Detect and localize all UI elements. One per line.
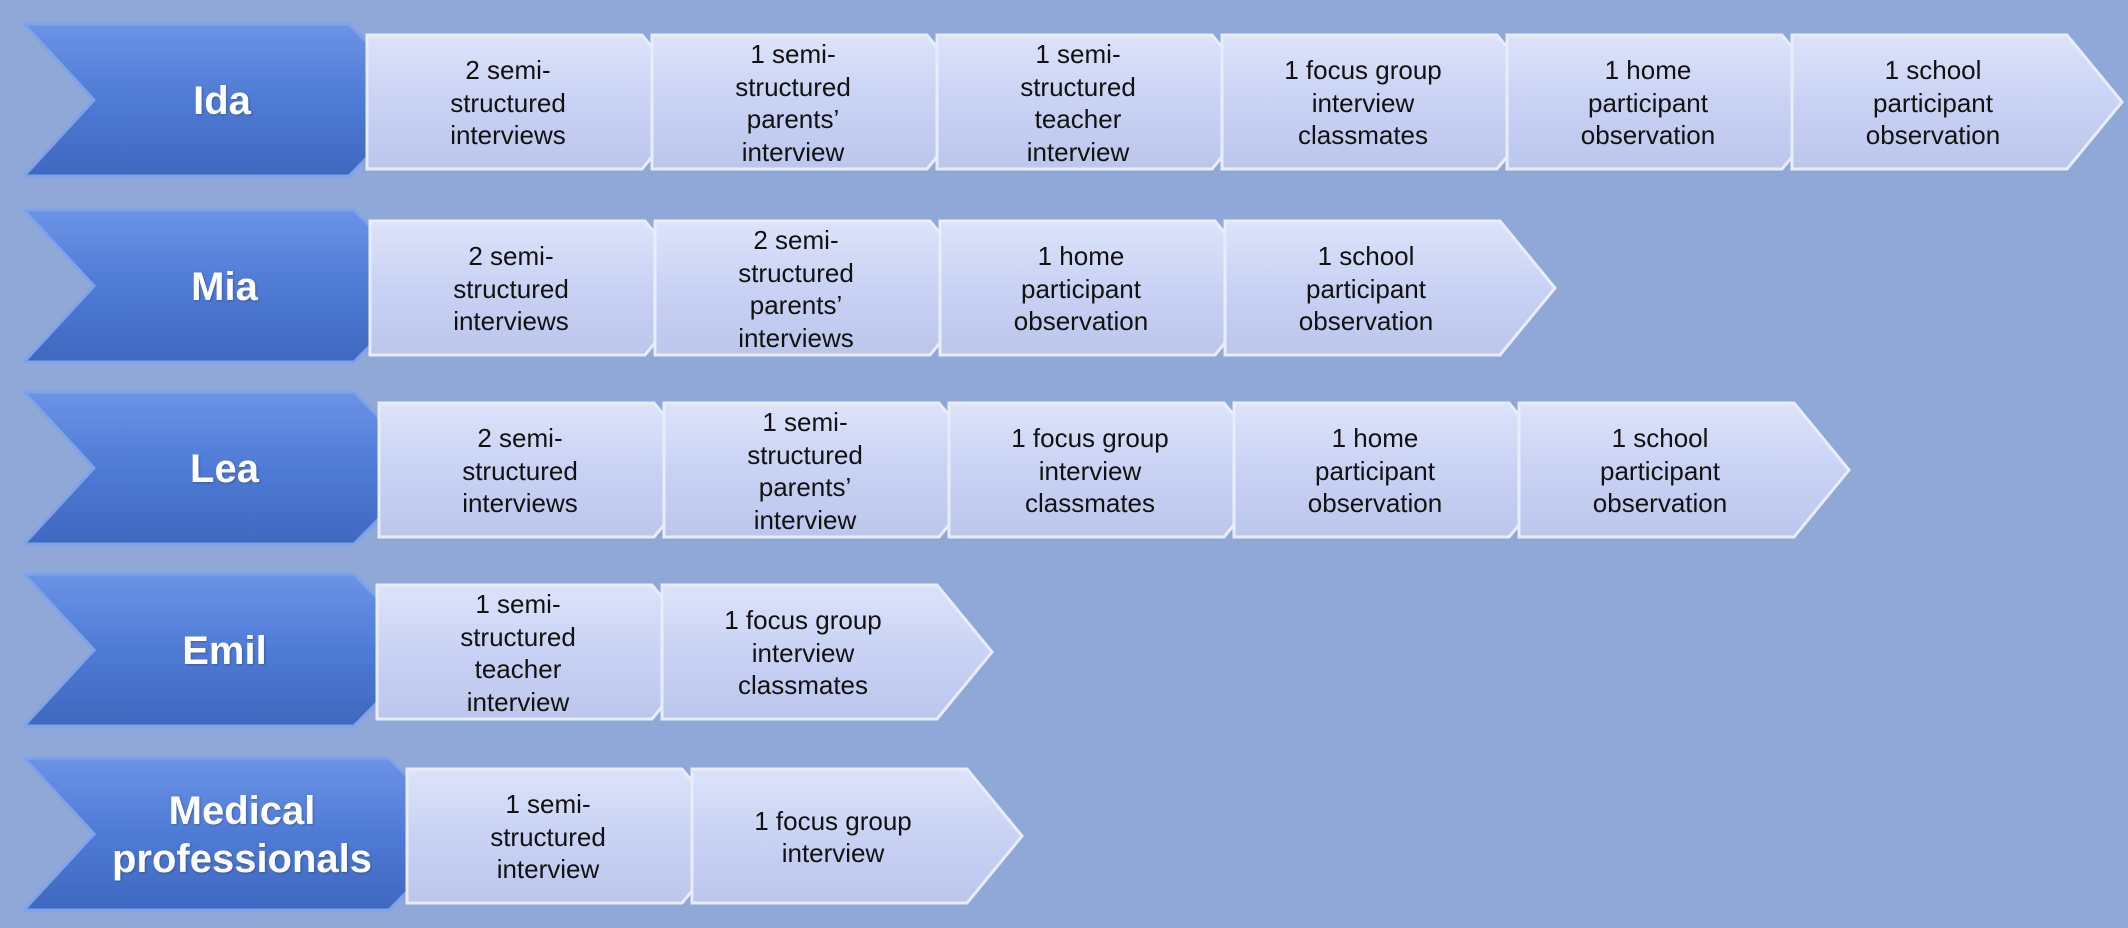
participant-chevron: Emil — [22, 572, 433, 730]
method-step-label: 1 focus group interview — [754, 805, 912, 869]
method-step-chevron: 1 semi- structured parents’ interview — [662, 401, 998, 541]
method-step-shape — [938, 219, 1272, 357]
participant-row: Lea 2 semi- structured interviews 1 semi- … — [0, 390, 2128, 550]
method-step-label: 1 semi- structured parents’ interview — [747, 407, 863, 535]
method-step-chevron: 1 semi- structured interview — [405, 767, 741, 907]
method-step-shape — [1223, 219, 1557, 357]
method-step-label: 1 semi- structured parents’ interview — [735, 39, 851, 167]
method-step-shape — [947, 401, 1281, 539]
method-step-shape — [650, 33, 984, 171]
method-step-shape — [377, 401, 711, 539]
participant-chevron: Mia — [22, 208, 433, 366]
participant-chevron-shape — [22, 390, 432, 546]
method-step-chevron: 1 home participant observation — [938, 219, 1274, 359]
method-step-shape — [1790, 33, 2124, 171]
method-step-chevron: 1 semi- structured parents’ interview — [650, 33, 986, 173]
method-step-chevron: 1 focus group interview classmates — [1220, 33, 1556, 173]
method-step-chevron: 2 semi- structured interviews — [377, 401, 713, 541]
participant-label: Lea — [190, 447, 259, 491]
method-step-shape — [368, 219, 702, 357]
participant-label: Mia — [191, 265, 258, 309]
method-step-chevron: 1 focus group interview classmates — [947, 401, 1283, 541]
method-step-label: 1 school participant observation — [1865, 55, 2001, 151]
method-step-chevron: 1 home participant observation — [1232, 401, 1568, 541]
method-step-shape — [660, 583, 994, 721]
participant-row: Ida 2 semi- structured interviews 1 semi- … — [0, 22, 2128, 182]
method-step-chevron: 1 school participant observation — [1223, 219, 1559, 359]
method-step-label: 2 semi- structured interviews — [450, 55, 566, 151]
method-step-shape — [365, 33, 699, 171]
participant-chevron-shape — [22, 22, 427, 178]
method-step-shape — [653, 219, 987, 357]
method-step-label: 2 semi- structured parents’ interviews — [738, 225, 854, 353]
method-step-label: 2 semi- structured interviews — [453, 241, 569, 337]
method-step-label: 1 semi- structured interview — [490, 789, 606, 885]
method-step-label: 1 focus group interview classmates — [1284, 55, 1442, 151]
method-step-label: 1 home participant observation — [1580, 55, 1716, 151]
participant-chevron-shape — [22, 208, 432, 364]
method-step-chevron: 1 school participant observation — [1790, 33, 2126, 173]
method-step-shape — [935, 33, 1269, 171]
method-step-shape — [405, 767, 739, 905]
method-step-chevron: 1 focus group interview classmates — [660, 583, 996, 723]
method-step-shape — [690, 767, 1024, 905]
method-step-label: 2 semi- structured interviews — [462, 423, 578, 519]
method-step-shape — [1220, 33, 1554, 171]
method-step-label: 1 semi- structured teacher interview — [460, 589, 576, 717]
method-step-chevron: 1 semi- structured teacher interview — [375, 583, 711, 723]
method-step-label: 1 home participant observation — [1013, 241, 1149, 337]
participant-row: Emil 1 semi- structured teacher interview… — [0, 572, 2128, 732]
method-step-shape — [662, 401, 996, 539]
method-step-shape — [375, 583, 709, 721]
method-step-chevron: 1 home participant observation — [1505, 33, 1841, 173]
participant-row: Medical professionals 1 semi- structured … — [0, 756, 2128, 916]
method-step-label: 1 semi- structured teacher interview — [1020, 39, 1136, 167]
participant-label: Ida — [193, 79, 251, 123]
method-step-shape — [1232, 401, 1566, 539]
method-step-chevron: 1 school participant observation — [1517, 401, 1853, 541]
method-step-label: 1 school participant observation — [1298, 241, 1434, 337]
method-step-label: 1 focus group interview classmates — [1011, 423, 1169, 519]
method-step-shape — [1517, 401, 1851, 539]
participant-chevron: Ida — [22, 22, 428, 180]
method-step-shape — [1505, 33, 1839, 171]
participant-chevron: Lea — [22, 390, 433, 548]
method-step-chevron: 2 semi- structured parents’ interviews — [653, 219, 989, 359]
method-step-chevron: 1 focus group interview — [690, 767, 1026, 907]
method-step-chevron: 1 semi- structured teacher interview — [935, 33, 1271, 173]
participant-chevron: Medical professionals — [22, 756, 468, 914]
participant-row: Mia 2 semi- structured interviews 2 semi- … — [0, 208, 2128, 368]
method-step-label: 1 focus group interview classmates — [724, 605, 882, 701]
method-step-chevron: 2 semi- structured interviews — [365, 33, 701, 173]
method-step-label: 1 school participant observation — [1592, 423, 1728, 519]
method-step-chevron: 2 semi- structured interviews — [368, 219, 704, 359]
participant-chevron-shape — [22, 756, 467, 912]
participant-label: Medical professionals — [111, 789, 373, 881]
method-step-label: 1 home participant observation — [1307, 423, 1443, 519]
participant-chevron-shape — [22, 572, 432, 728]
participant-label: Emil — [182, 629, 267, 673]
